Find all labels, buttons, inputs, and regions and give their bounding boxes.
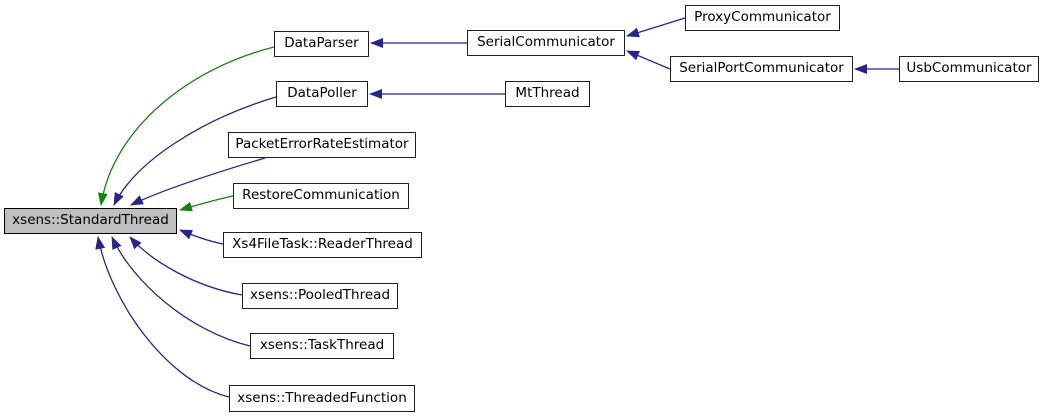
node-xsens-pooledthread[interactable]: xsens::PooledThread xyxy=(242,283,398,309)
edge-datapoller-to-standardthread xyxy=(113,96,277,206)
node-serialcommunicator[interactable]: SerialCommunicator xyxy=(467,30,625,56)
node-mtthread[interactable]: MtThread xyxy=(505,81,590,107)
node-datapoller[interactable]: DataPoller xyxy=(276,81,368,107)
node-xsens-threadedfunction[interactable]: xsens::ThreadedFunction xyxy=(229,385,415,412)
edge-pooledthread-to-standardthread xyxy=(129,236,243,296)
edge-dataparser-to-standardthread xyxy=(97,46,275,206)
edge-proxycommunicator-to-serialcommunicator xyxy=(626,17,686,38)
edge-packeterrorrateestimator-to-standardthread xyxy=(130,157,266,206)
node-proxycommunicator[interactable]: ProxyCommunicator xyxy=(685,5,840,31)
node-packeterrorrateestimator[interactable]: PacketErrorRateEstimator xyxy=(228,132,416,158)
node-dataparser[interactable]: DataParser xyxy=(274,31,369,57)
node-usbcommunicator[interactable]: UsbCommunicator xyxy=(899,56,1039,82)
node-xsens-taskthread[interactable]: xsens::TaskThread xyxy=(250,333,394,359)
node-restorecommunication[interactable]: RestoreCommunication xyxy=(233,183,409,209)
edge-serialportcommunicator-to-serialcommunicator xyxy=(626,50,671,70)
node-serialportcommunicator[interactable]: SerialPortCommunicator xyxy=(670,56,853,82)
edge-restorecommunication-to-standardthread xyxy=(179,195,234,212)
node-xsens-standardthread: xsens::StandardThread xyxy=(4,208,177,234)
edge-readerthread-to-standardthread xyxy=(179,229,224,245)
edge-threadedfunction-to-standardthread xyxy=(95,236,230,398)
node-xs4filetask-readerthread[interactable]: Xs4FileTask::ReaderThread xyxy=(223,232,422,258)
edge-taskthread-to-standardthread xyxy=(111,236,251,347)
